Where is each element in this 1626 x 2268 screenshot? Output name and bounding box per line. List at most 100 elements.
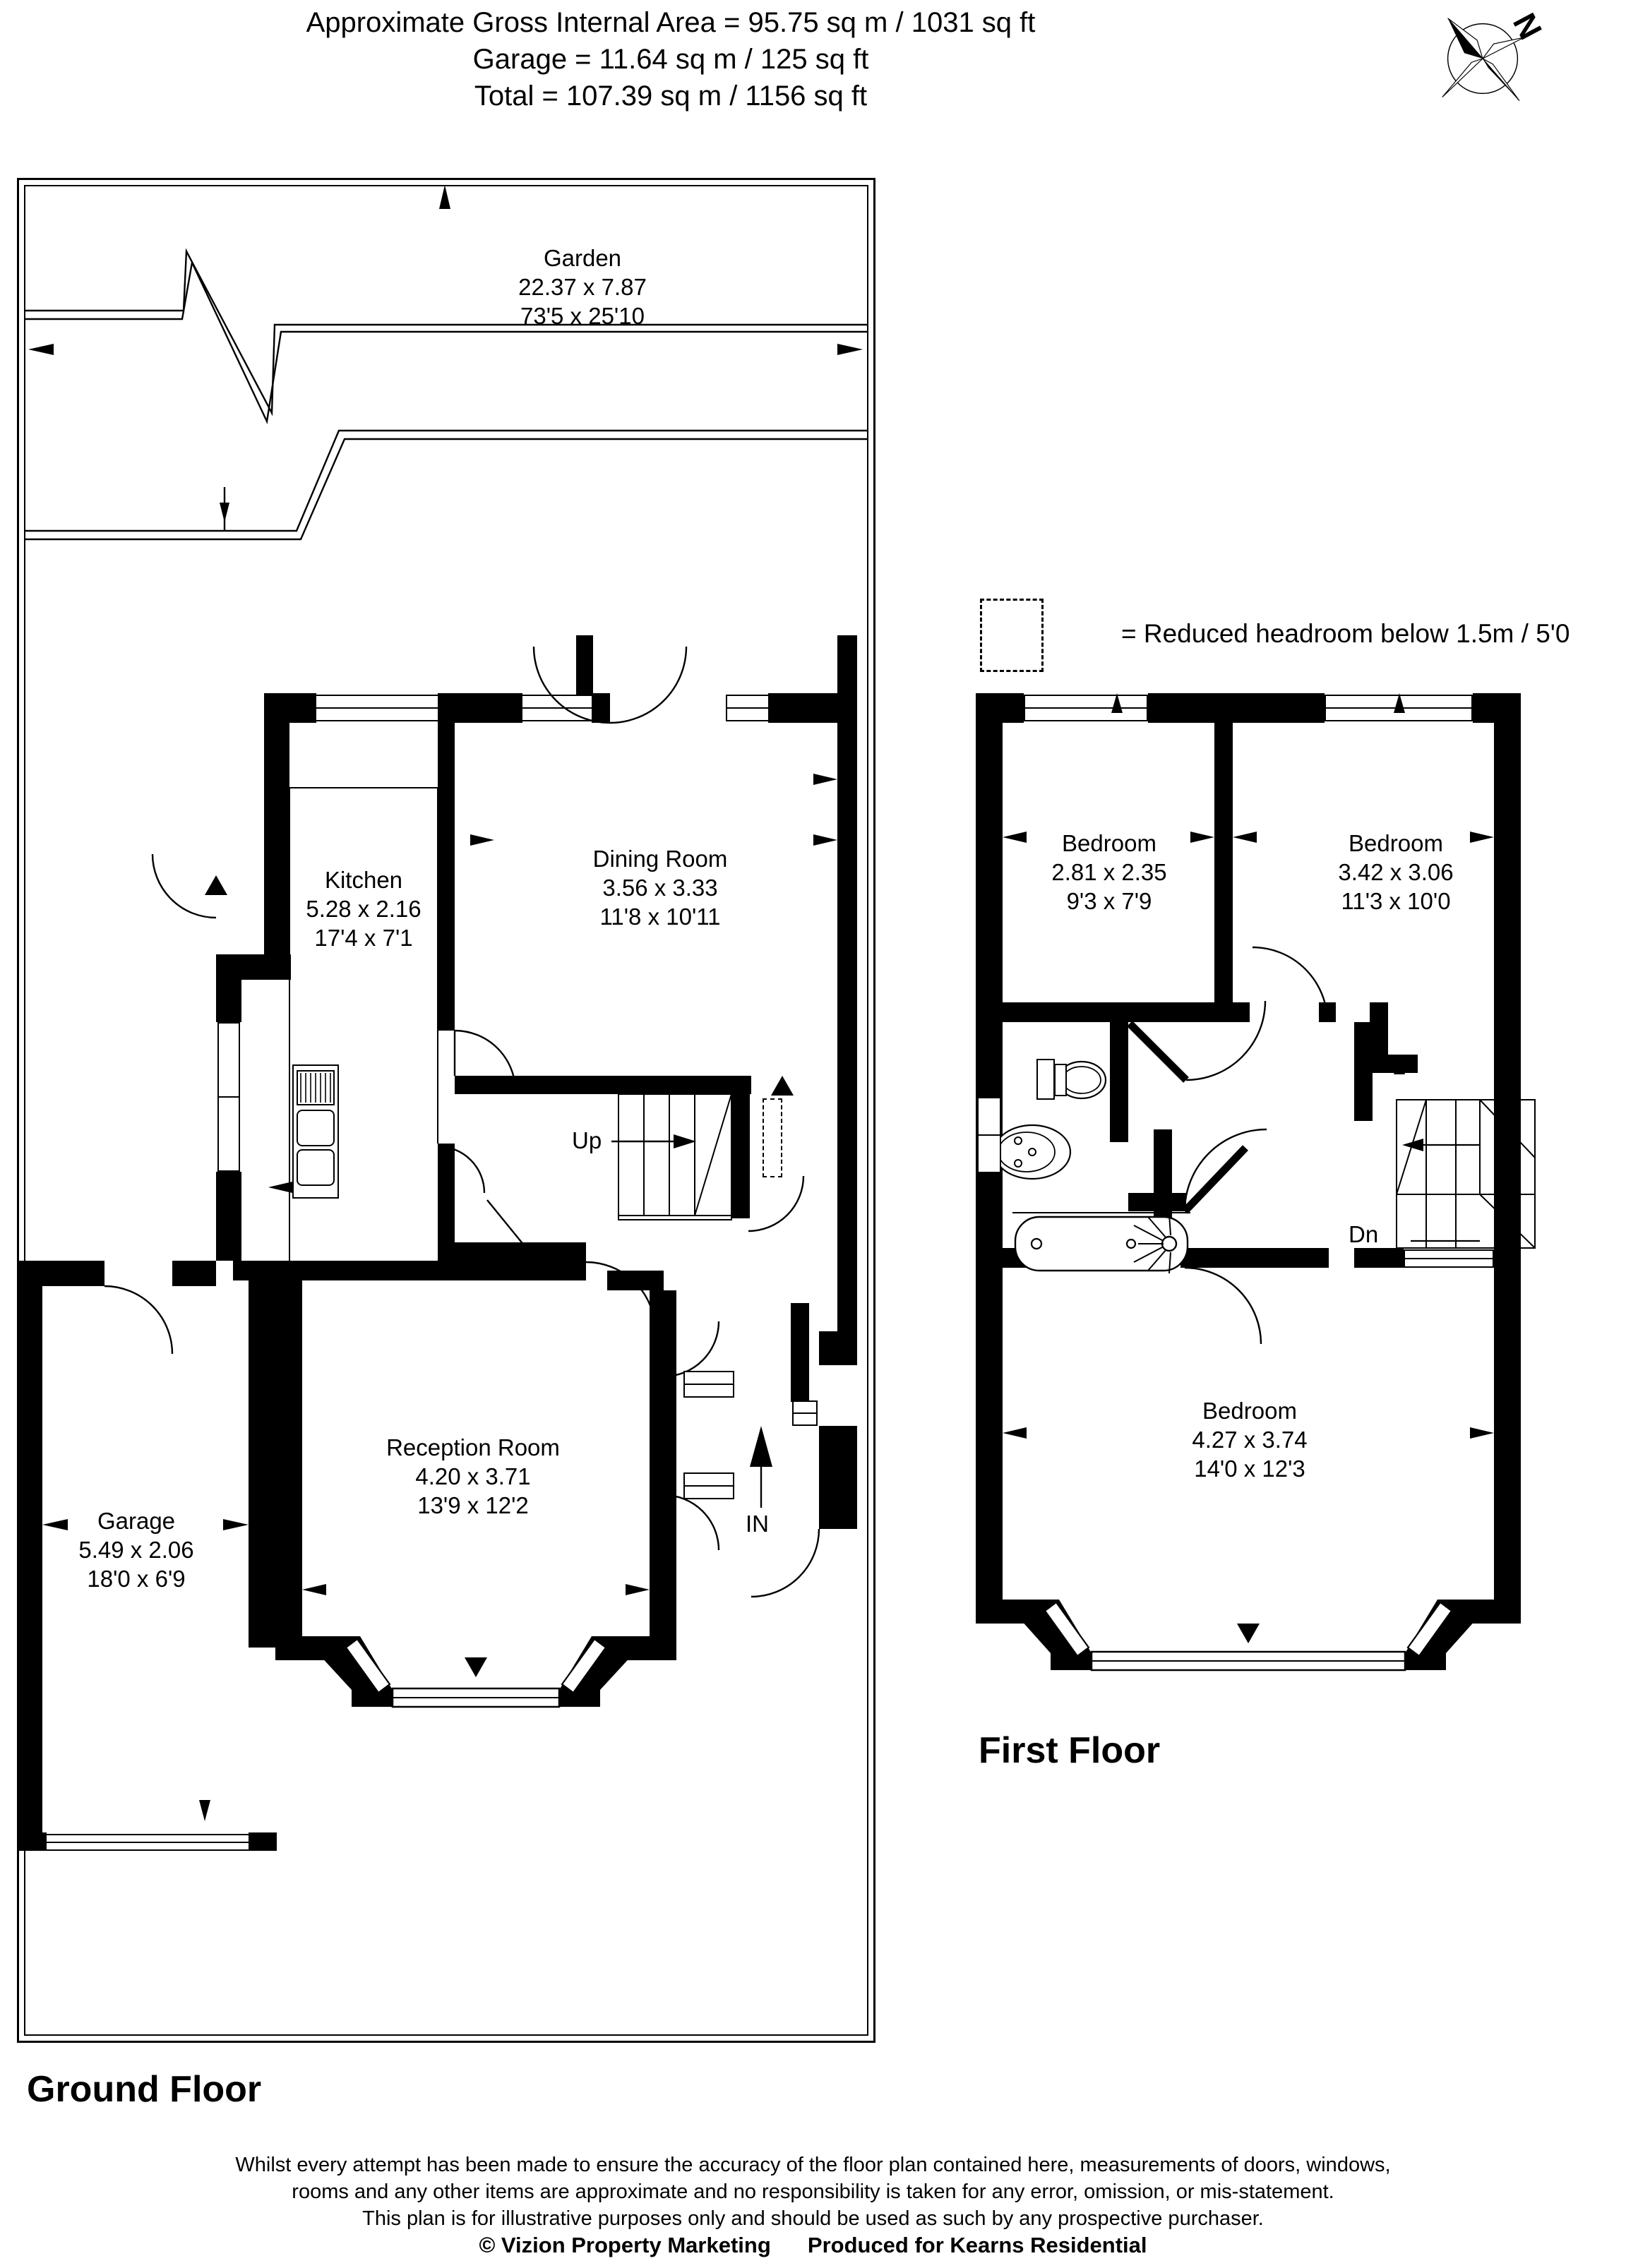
entrance-in-label: IN bbox=[746, 1511, 769, 1537]
wall-stairwell-bottom bbox=[1354, 1248, 1404, 1268]
wall-stairwell-top bbox=[1354, 1055, 1418, 1073]
garage-metric: 5.49 x 2.06 bbox=[78, 1537, 194, 1563]
wall-reception-top-2 bbox=[607, 1271, 664, 1290]
wall-reception-top bbox=[233, 1261, 586, 1280]
garage-door bbox=[45, 1834, 250, 1851]
garden-label: Garden 22.37 x 7.87 73'5 x 25'10 bbox=[466, 244, 699, 330]
wall-dining-top-return bbox=[837, 635, 857, 695]
compass-star-icon bbox=[1442, 18, 1524, 102]
wall-ff-rear-left bbox=[976, 693, 1024, 723]
kitchen-sink-drainer bbox=[297, 1070, 335, 1105]
wall-garage-top-2 bbox=[172, 1261, 216, 1286]
kitchen-metric: 5.28 x 2.16 bbox=[306, 896, 422, 922]
wall-front-door-frame bbox=[819, 1512, 857, 1529]
wall-hall-top bbox=[455, 1076, 751, 1094]
window-kitchen-rear bbox=[315, 695, 439, 721]
wall-bathroom-lower-divider bbox=[1128, 1193, 1186, 1211]
wall-ff-rear-mid bbox=[1148, 693, 1216, 723]
kitchen-sink-bowl-2 bbox=[297, 1149, 335, 1186]
copyright-notice: © Vizion Property Marketing bbox=[479, 2233, 771, 2257]
stairs-up-label: Up bbox=[572, 1127, 602, 1153]
kitchen-name: Kitchen bbox=[324, 867, 403, 893]
wall-garage-bottom-left bbox=[17, 1832, 47, 1851]
kitchen-label: Kitchen 5.28 x 2.16 17'4 x 7'1 bbox=[268, 865, 459, 952]
window-dining-rear-right bbox=[726, 695, 770, 721]
bedroom-small-metric: 2.81 x 2.35 bbox=[1051, 859, 1167, 885]
window-bedroom-small-rear bbox=[1024, 695, 1148, 721]
reception-room-label: Reception Room 4.20 x 3.71 13'9 x 12'2 bbox=[367, 1433, 579, 1520]
bedroom-mid-label: Bedroom 3.42 x 3.06 11'3 x 10'0 bbox=[1301, 829, 1491, 916]
reduced-headroom-text: = Reduced headroom below 1.5m / 5'0 bbox=[1121, 619, 1570, 648]
wall-rear-segment-3 bbox=[768, 693, 857, 723]
wall-stair-right bbox=[731, 1094, 750, 1218]
window-kitchen-side bbox=[217, 1022, 240, 1172]
disclaimer-line-1: Whilst every attempt has been made to en… bbox=[235, 2154, 1391, 2176]
wall-rear-segment-1 bbox=[438, 693, 522, 723]
wall-reception-right bbox=[650, 1290, 676, 1636]
kitchen-sink bbox=[292, 1064, 339, 1199]
wall-ff-bedroom-divider bbox=[1214, 723, 1233, 1002]
gross-internal-area-line: Approximate Gross Internal Area = 95.75 … bbox=[306, 7, 1036, 38]
disclaimer-line-3: This plan is for illustrative purposes o… bbox=[362, 2207, 1264, 2230]
compass-rose-icon: N bbox=[1437, 7, 1549, 104]
dining-room-name: Dining Room bbox=[592, 846, 728, 872]
bedroom-small-label: Bedroom 2.81 x 2.35 9'3 x 7'9 bbox=[1014, 829, 1204, 916]
wall-ff-door-jamb-2 bbox=[1370, 1002, 1388, 1056]
garage-area-line: Garage = 11.64 sq m / 125 sq ft bbox=[472, 44, 869, 75]
wall-kitchen-dining-divider-lower bbox=[438, 1144, 455, 1261]
bedroom-main-name: Bedroom bbox=[1202, 1398, 1297, 1424]
wall-bathroom-right bbox=[1110, 1022, 1128, 1142]
area-summary: Approximate Gross Internal Area = 95.75 … bbox=[0, 4, 1341, 114]
bedroom-small-name: Bedroom bbox=[1062, 830, 1156, 856]
wall-ff-right-outer bbox=[1494, 723, 1521, 1600]
bedroom-mid-metric: 3.42 x 3.06 bbox=[1338, 859, 1454, 885]
wall-ff-rear-seg bbox=[1216, 693, 1325, 723]
disclaimer-line-2: rooms and any other items are approximat… bbox=[292, 2180, 1334, 2203]
wall-ff-door-jamb bbox=[1319, 1002, 1336, 1022]
wall-kitchen-left-outer bbox=[264, 721, 289, 954]
wall-ff-rear-right bbox=[1473, 693, 1521, 723]
wall-kitchen-left-outer-2 bbox=[216, 980, 241, 1022]
window-hall-side-upper bbox=[792, 1400, 818, 1426]
reception-room-imperial: 13'9 x 12'2 bbox=[417, 1492, 529, 1518]
dining-room-imperial: 11'8 x 10'11 bbox=[599, 904, 721, 930]
wall-ff-landing-lower bbox=[1180, 1248, 1329, 1268]
garden-metric: 22.37 x 7.87 bbox=[518, 274, 647, 300]
window-bathroom bbox=[977, 1097, 1001, 1173]
dining-room-label: Dining Room 3.56 x 3.33 11'8 x 10'11 bbox=[558, 844, 763, 931]
kitchen-sink-bowl-1 bbox=[297, 1110, 335, 1146]
wall-reception-left bbox=[275, 1280, 302, 1636]
window-landing bbox=[1404, 1249, 1494, 1268]
wall-hall-lower bbox=[438, 1242, 586, 1262]
stairs-down-label: Dn bbox=[1349, 1221, 1379, 1247]
window-hall-inner-lower bbox=[683, 1472, 734, 1499]
bedroom-mid-imperial: 11'3 x 10'0 bbox=[1341, 888, 1451, 914]
reception-room-name: Reception Room bbox=[386, 1434, 560, 1460]
bedroom-main-metric: 4.27 x 3.74 bbox=[1192, 1427, 1308, 1453]
total-area-line: Total = 107.39 sq m / 1156 sq ft bbox=[474, 80, 868, 112]
first-floor-title: First Floor bbox=[979, 1730, 1161, 1771]
wall-hall-right-column bbox=[791, 1303, 809, 1402]
produced-for-notice: Produced for Kearns Residential bbox=[807, 2233, 1147, 2257]
wall-rear-outer bbox=[264, 693, 316, 723]
wall-dining-right-outer bbox=[837, 723, 857, 1331]
wall-kitchen-dining-divider bbox=[438, 723, 455, 1031]
wall-garage-right bbox=[249, 1280, 275, 1648]
wall-garage-bottom-right bbox=[249, 1832, 277, 1851]
window-hall-inner-upper bbox=[683, 1371, 734, 1398]
reception-room-metric: 4.20 x 3.71 bbox=[415, 1463, 531, 1489]
wall-garage-top bbox=[17, 1261, 104, 1286]
